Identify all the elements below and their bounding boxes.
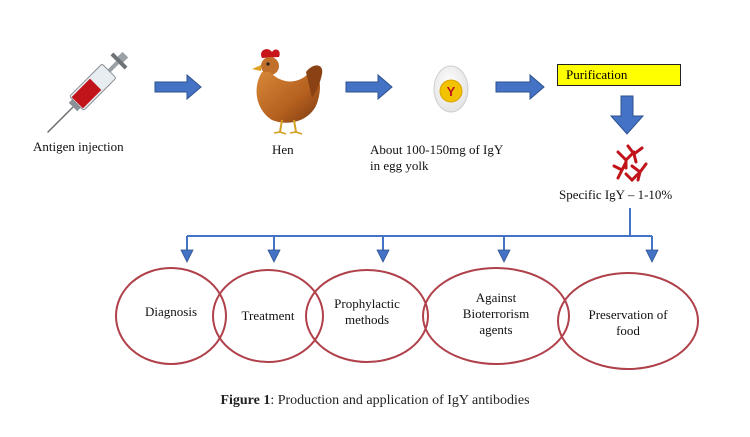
label-diagnosis: Diagnosis [145,304,197,319]
label-igy-yield-line2: in egg yolk [370,158,429,173]
arrow-right [345,73,393,101]
oval-preservation [557,272,699,370]
hen-icon [252,49,323,135]
egg-letter: Y [447,84,456,99]
label-igy-yield-line1: About 100-150mg of IgY [370,142,504,157]
arrow-right [154,73,202,101]
oval-diagnosis [115,267,227,365]
syringe-icon [47,51,129,133]
label-hen: Hen [272,142,294,157]
label-specific-igy: Specific IgY – 1-10% [559,187,673,202]
caption-prefix: Figure 1 [220,393,271,408]
oval-treatment [212,269,324,363]
label-preservation-of-food: Preservation of food [588,307,668,338]
figure-caption: Figure 1: Production and application of … [0,393,750,409]
application-ovals [115,267,699,370]
oval-prophylactic [305,269,429,363]
purification-box: Purification [557,64,681,86]
egg-icon: Y [433,65,469,113]
label-prophylactic-methods: Prophylactic methods [334,296,400,327]
label-antigen-injection: Antigen injection [33,139,124,154]
antibody-cluster-icon [612,144,648,183]
label-treatment: Treatment [241,308,295,323]
label-bioterrorism-agents: Against Bioterrorism agents [462,290,530,337]
oval-bioterrorism [422,267,570,365]
distribution-bracket [186,208,653,252]
arrow-right [495,73,545,101]
arrowheads-down [180,249,659,263]
arrow-down [609,95,645,135]
caption-text: : Production and application of IgY anti… [270,393,530,408]
